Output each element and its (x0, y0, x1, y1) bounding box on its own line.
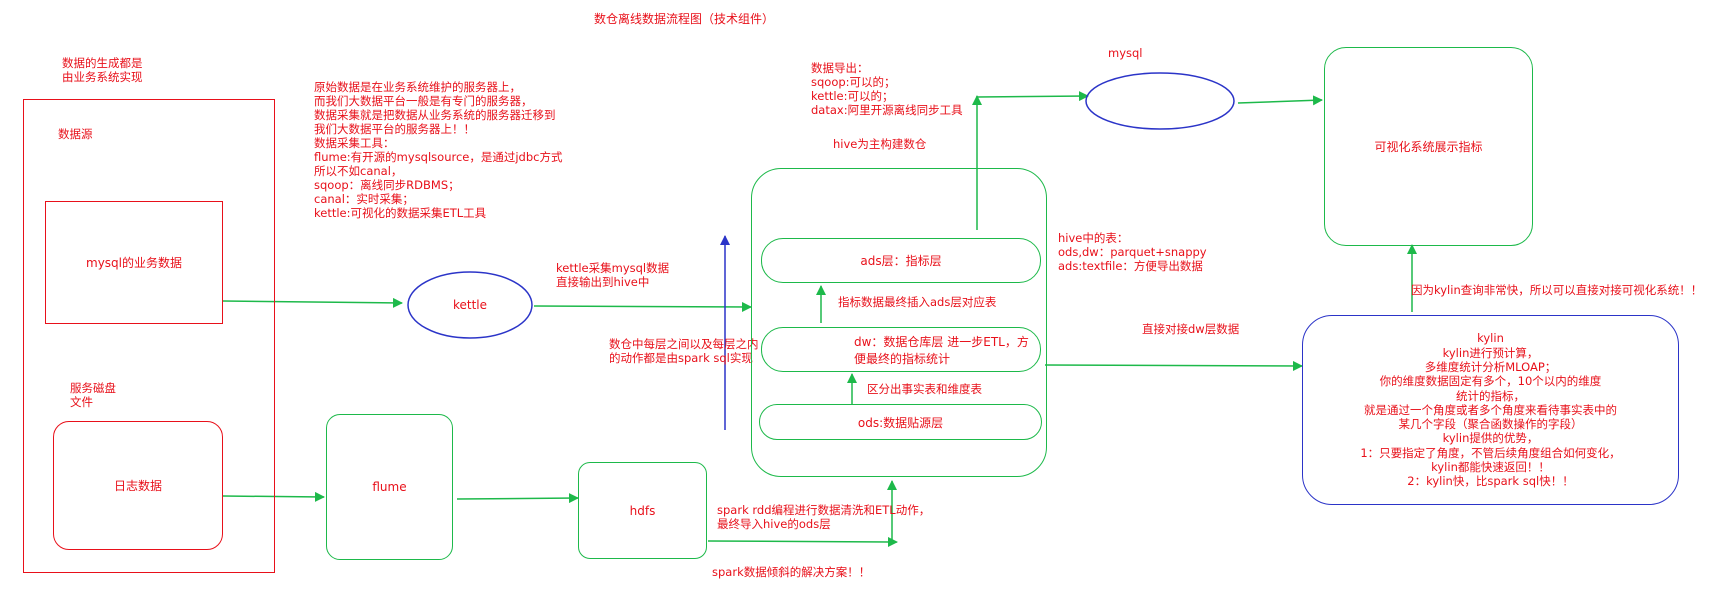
note-export-line-3: kettle:可以的； (811, 89, 894, 103)
note-collection-line-2: 而我们大数据平台一般是有专门的服务器， (314, 94, 533, 108)
node-kylin-line-3: 多维度统计分析MLOAP； (1424, 359, 1557, 374)
node-kylin-line-6: 就是通过一个角度或者多个角度来看待事实表中的 (1363, 402, 1617, 417)
hive-warehouse-container (751, 168, 1047, 477)
arrow-dw-to-kylin (1044, 360, 1303, 371)
node-kettle: kettle (410, 290, 530, 320)
note-collection-line-4: 我们大数据平台的服务器上！！ (314, 122, 475, 136)
kettle-ellipse (407, 271, 533, 339)
note-fact-dim: 区分出事实表和维度表 (867, 382, 982, 396)
node-visual-system-label: 可视化系统展示指标 (1374, 140, 1483, 154)
note-collection-line-3: 数据采集就是把数据从业务系统的服务器迁移到 (314, 108, 556, 122)
note-collection-line-9: canal：实时采集； (314, 192, 414, 206)
note-kylin-fast: 因为kylin查询非常快，所以可以直接对接可视化系统！！ (1411, 283, 1703, 297)
note-collection-line-7: 所以不如canal， (314, 164, 403, 178)
layer-dw: dw：数据仓库层 进一步ETL，方便最终的指标统计 (761, 327, 1041, 372)
note-collection-line-8: sqoop：离线同步RDBMS； (314, 178, 460, 192)
note-export-line-4: datax:阿里开源离线同步工具 (811, 103, 963, 117)
note-data-origin: 数据的生成都是 由业务系统实现 (62, 56, 143, 84)
arrow-log-to-flume (222, 491, 325, 502)
node-hdfs: hdfs (578, 462, 707, 559)
note-spark-rdd: spark rdd编程进行数据清洗和ETL动作， 最终导入hive的ods层 (717, 503, 930, 531)
note-export-line-1: 数据导出： (811, 61, 869, 75)
note-disk-file-line-2: 文件 (70, 395, 93, 409)
note-kettle-collect-line-2: 直接输出到hive中 (556, 275, 650, 289)
note-kettle-collect-line-1: kettle采集mysql数据 (556, 261, 670, 275)
note-export-line-2: sqoop:可以的； (811, 75, 896, 89)
node-flume: flume (326, 414, 453, 560)
note-data-origin-line-1: 数据的生成都是 (62, 56, 143, 70)
node-log-data: 日志数据 (53, 421, 223, 550)
node-kylin-line-11: 2：kylin快，比spark sql快！！ (1407, 474, 1574, 489)
node-kylin-line-7: 某几个字段（聚合函数操作的字段） (1398, 417, 1583, 432)
note-spark-sql-line-1: 数仓中每层之间以及每层之内 (609, 337, 759, 351)
note-hive-tables-line-2: ods,dw：parquet+snappy (1058, 245, 1207, 259)
note-disk-file-line-1: 服务磁盘 (70, 381, 116, 395)
note-disk-file: 服务磁盘 文件 (70, 381, 116, 409)
layer-ods-label: ods:数据贴源层 (857, 415, 944, 430)
layer-ods: ods:数据贴源层 (759, 404, 1042, 440)
node-mysql-business: mysql的业务数据 (45, 201, 223, 324)
node-kylin-line-2: kylin进行预计算， (1442, 345, 1539, 360)
node-mysql-business-label: mysql的业务数据 (86, 256, 182, 270)
mysql-ellipse (1085, 72, 1235, 130)
node-kylin-line-8: kylin提供的优势， (1442, 431, 1539, 446)
note-collection-line-6: flume:有开源的mysqlsource，是通过jdbc方式 (314, 150, 563, 164)
note-collection-line-1: 原始数据是在业务系统维护的服务器上， (314, 80, 521, 94)
note-hive-tables-line-1: hive中的表： (1058, 231, 1129, 245)
note-collection: 原始数据是在业务系统维护的服务器上， 而我们大数据平台一般是有专门的服务器， 数… (314, 80, 562, 220)
note-hive-tables-line-3: ads:textfile：方便导出数据 (1058, 259, 1203, 273)
node-kylin-text: kylin kylin进行预计算， 多维度统计分析MLOAP； 你的维度数据固定… (1360, 331, 1620, 488)
node-kylin-line-1: kylin (1477, 331, 1504, 346)
node-kettle-label: kettle (452, 298, 488, 312)
diagram-title: 数仓离线数据流程图（技术组件） (594, 12, 775, 26)
arrow-flume-to-hdfs (456, 493, 579, 504)
arrow-export-to-mysql (976, 91, 1089, 102)
note-collection-line-5: 数据采集工具： (314, 136, 395, 150)
data-source-label: 数据源 (58, 127, 93, 141)
note-spark-rdd-line-2: 最终导入hive的ods层 (717, 517, 831, 531)
mysql-label: mysql (1108, 46, 1143, 60)
note-data-origin-line-2: 由业务系统实现 (62, 70, 143, 84)
node-kylin-line-5: 统计的指标， (1455, 388, 1525, 403)
note-spark-rdd-line-1: spark rdd编程进行数据清洗和ETL动作， (717, 503, 931, 517)
note-spark-sql-line-2: 的动作都是由spark sql实现 (609, 351, 753, 365)
note-collection-line-10: kettle:可视化的数据采集ETL工具 (314, 206, 487, 220)
note-export: 数据导出： sqoop:可以的； kettle:可以的； datax:阿里开源离… (811, 61, 963, 117)
node-kylin-line-4: 你的维度数据固定有多个，10个以内的维度 (1379, 374, 1602, 389)
note-insert-ads: 指标数据最终插入ads层对应表 (838, 295, 997, 309)
arrow-hdfs-to-spark (707, 536, 898, 547)
node-flume-label: flume (372, 480, 407, 494)
arrow-kettle-to-hive (533, 301, 752, 312)
node-hdfs-label: hdfs (629, 503, 656, 518)
layer-dw-label: dw：数据仓库层 进一步ETL，方便最终的指标统计 (854, 334, 1029, 366)
node-log-data-label: 日志数据 (113, 479, 162, 493)
note-spark-sql: 数仓中每层之间以及每层之内 的动作都是由spark sql实现 (609, 337, 759, 365)
note-hive-tables: hive中的表： ods,dw：parquet+snappy ads:textf… (1058, 231, 1207, 273)
layer-ads: ads层：指标层 (761, 238, 1041, 283)
node-kylin: kylin kylin进行预计算， 多维度统计分析MLOAP； 你的维度数据固定… (1302, 315, 1679, 505)
arrow-mysql-to-visual (1237, 95, 1323, 106)
data-source-container (23, 99, 275, 573)
note-spark-skew: spark数据倾斜的解决方案！！ (712, 565, 871, 579)
note-kettle-collect: kettle采集mysql数据 直接输出到hive中 (556, 261, 669, 289)
arrow-mysql-to-kettle (222, 297, 403, 308)
node-kylin-line-10: kylin都能快速返回！！ (1431, 460, 1550, 475)
node-kylin-line-9: 1：只要指定了角度，不管后续角度组合如何变化， (1360, 445, 1621, 460)
node-visual-system: 可视化系统展示指标 (1324, 47, 1533, 246)
note-direct-dw: 直接对接dw层数据 (1142, 322, 1240, 336)
note-hive-main: hive为主构建数仓 (833, 137, 927, 151)
layer-ads-label: ads层：指标层 (860, 254, 942, 268)
